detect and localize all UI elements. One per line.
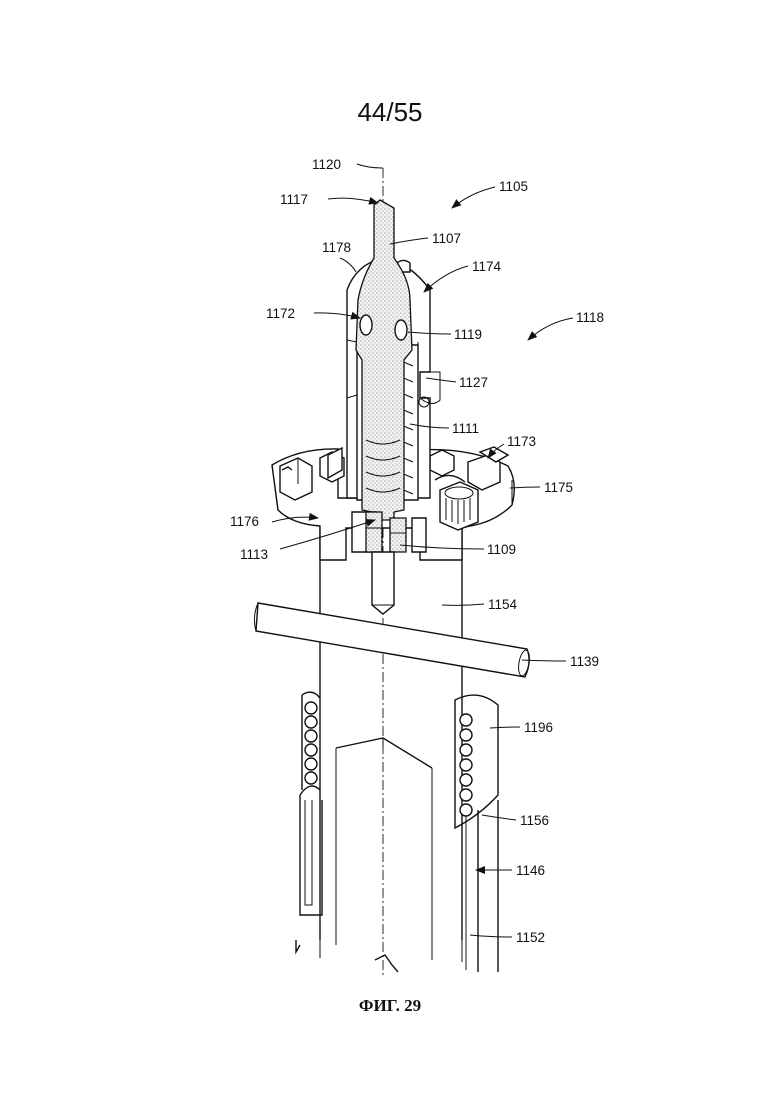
spring-left	[302, 692, 320, 790]
label-1172: 1172	[266, 306, 295, 321]
label-1113: 1113	[240, 547, 268, 562]
label-1139: 1139	[570, 654, 599, 669]
label-1156: 1156	[520, 813, 549, 828]
label-1107: 1107	[432, 231, 461, 246]
needle-hub	[356, 200, 412, 520]
label-1105: 1105	[499, 179, 528, 194]
label-1152: 1152	[516, 930, 545, 945]
label-1178: 1178	[322, 240, 351, 255]
label-1173: 1173	[507, 434, 536, 449]
label-1117: 1117	[280, 192, 308, 207]
cross-pin	[254, 603, 531, 677]
label-1146: 1146	[516, 863, 545, 878]
label-1174: 1174	[472, 259, 502, 274]
label-1120: 1120	[312, 157, 341, 172]
label-1196: 1196	[524, 720, 553, 735]
label-1176: 1176	[230, 514, 259, 529]
label-1111: 1111	[452, 421, 479, 436]
label-1154: 1154	[488, 597, 518, 612]
label-1127: 1127	[459, 375, 488, 390]
label-1109: 1109	[487, 542, 516, 557]
label-1175: 1175	[544, 480, 573, 495]
label-1118: 1118	[576, 310, 604, 325]
label-1119: 1119	[454, 327, 482, 342]
figure-caption: ФИГ. 29	[0, 996, 780, 1016]
